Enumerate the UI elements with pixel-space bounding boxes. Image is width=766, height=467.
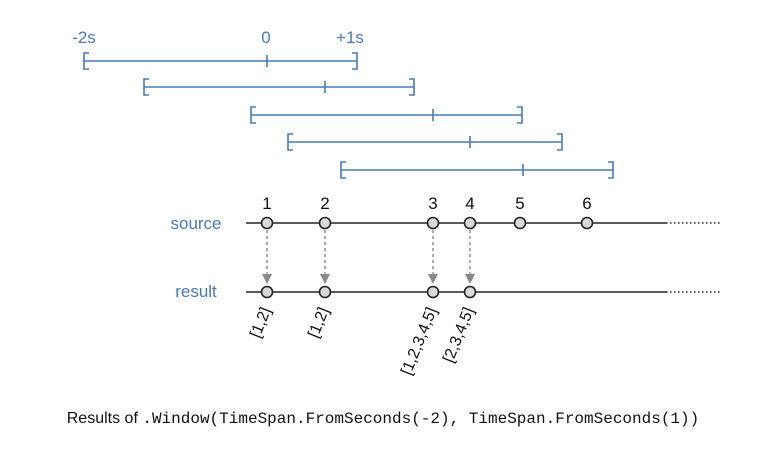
window-bracket (287, 133, 563, 151)
bracket-open (143, 78, 149, 96)
caption-code: .Window(TimeSpan.FromSeconds(-2), TimeSp… (142, 410, 700, 428)
window-brackets (83, 52, 614, 179)
source-marble (260, 216, 274, 230)
bracket-close (557, 133, 563, 151)
source-events: 1 2 3 4 5 6 (260, 194, 594, 230)
source-marble (426, 216, 440, 230)
window-bracket (340, 161, 614, 179)
emission-arrows (262, 230, 475, 284)
bracket-close (608, 161, 614, 179)
source-marble (513, 216, 527, 230)
emission-arrow-head (262, 274, 272, 284)
result-value: [2,3,4,5] (440, 305, 477, 365)
caption-prefix: Results of (66, 410, 143, 427)
bracket-open (287, 133, 293, 151)
source-value: 3 (428, 194, 437, 213)
result-marble (463, 285, 477, 299)
source-marble (580, 216, 594, 230)
result-label: result (175, 282, 217, 301)
result-events: [1,2] [1,2] [1,2,3,4,5][2,3,4,5] (247, 285, 478, 377)
bracket-open (340, 161, 346, 179)
emission-arrow-head (465, 274, 475, 284)
source-marble (463, 216, 477, 230)
result-marble (260, 285, 274, 299)
axis-label-minus-2s: -2s (72, 28, 96, 47)
result-value: [1,2] (247, 305, 274, 340)
bracket-close (409, 78, 415, 96)
bracket-open (250, 106, 256, 124)
bracket-open (83, 52, 89, 70)
result-value: [1,2] (305, 305, 332, 340)
source-value: 4 (465, 194, 474, 213)
window-bracket (250, 106, 523, 124)
caption: Results of .Window(TimeSpan.FromSeconds(… (0, 410, 766, 428)
axis-label-plus-1s: +1s (336, 28, 364, 47)
source-label: source (170, 214, 221, 233)
source-marble (318, 216, 332, 230)
source-value: 1 (262, 194, 271, 213)
emission-arrow-head (320, 274, 330, 284)
bracket-close (517, 106, 523, 124)
result-marble (318, 285, 332, 299)
source-value: 5 (515, 194, 524, 213)
window-bracket (143, 78, 415, 96)
window-bracket (83, 52, 358, 70)
bracket-close (352, 52, 358, 70)
axis-label-zero: 0 (261, 28, 270, 47)
source-value: 6 (582, 194, 591, 213)
emission-arrow-head (428, 274, 438, 284)
result-marble (426, 285, 440, 299)
result-value: [1,2,3,4,5] (398, 305, 440, 377)
source-value: 2 (320, 194, 329, 213)
